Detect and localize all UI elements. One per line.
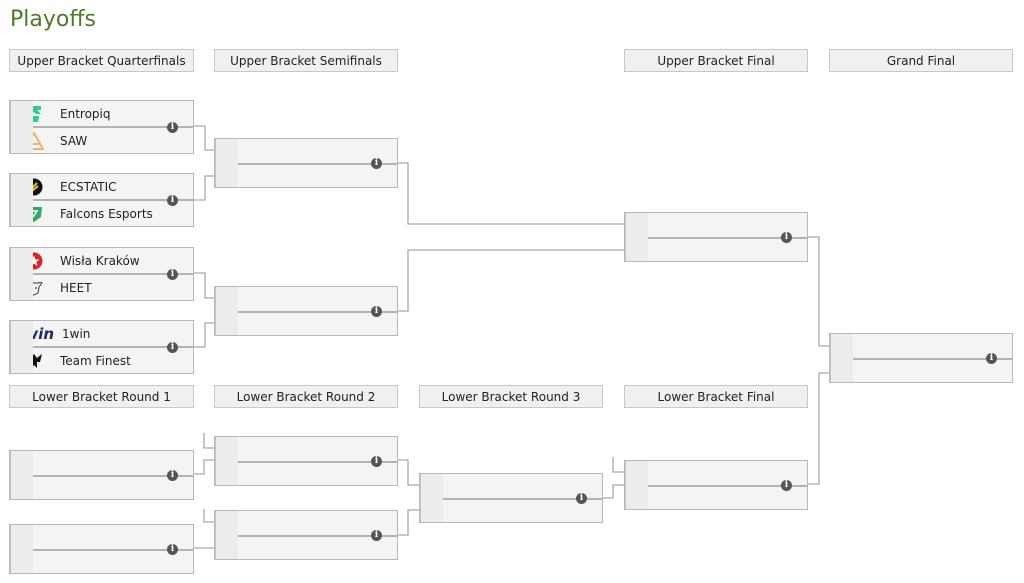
team-name: HEET <box>60 281 92 295</box>
team-name: 1win <box>62 327 91 341</box>
team-name: Wisła Kraków <box>60 254 140 268</box>
info-icon[interactable]: i <box>576 493 587 504</box>
match-ub-final[interactable]: i <box>624 212 808 262</box>
info-icon[interactable]: i <box>167 470 178 481</box>
info-icon[interactable]: i <box>371 158 382 169</box>
team-name: Entropiq <box>60 107 111 121</box>
header-lb-round-3: Lower Bracket Round 3 <box>419 385 603 408</box>
team-name: ECSTATIC <box>60 180 117 194</box>
info-icon[interactable]: i <box>781 232 792 243</box>
match-lb-r3[interactable]: i <box>419 473 603 523</box>
team-name: SAW <box>60 134 88 148</box>
match-lb-r2-2[interactable]: i <box>214 510 398 560</box>
info-icon[interactable]: i <box>167 342 178 353</box>
header-lb-round-1: Lower Bracket Round 1 <box>9 385 194 408</box>
team-name: Falcons Esports <box>60 207 153 221</box>
info-icon[interactable]: i <box>371 530 382 541</box>
info-icon[interactable]: i <box>781 480 792 491</box>
match-ub-sf-2[interactable]: i <box>214 286 398 336</box>
match-ub-qf-1[interactable]: Entropiq SAW i <box>9 100 194 154</box>
info-icon[interactable]: i <box>167 195 178 206</box>
match-lb-final[interactable]: i <box>624 460 808 510</box>
info-icon[interactable]: i <box>167 544 178 555</box>
info-icon[interactable]: i <box>986 353 997 364</box>
match-lb-r2-1[interactable]: i <box>214 436 398 486</box>
header-grand-final: Grand Final <box>829 49 1013 72</box>
match-ub-qf-3[interactable]: Wisła Kraków HEET i <box>9 247 194 301</box>
match-ub-qf-2[interactable]: ECSTATIC Falcons Esports i <box>9 173 194 227</box>
match-lb-r1-1[interactable]: i <box>9 450 194 500</box>
info-icon[interactable]: i <box>371 306 382 317</box>
page-title: Playoffs <box>10 7 96 32</box>
team-name: Team Finest <box>60 354 131 368</box>
header-lb-final: Lower Bracket Final <box>624 385 808 408</box>
info-icon[interactable]: i <box>371 456 382 467</box>
match-ub-qf-4[interactable]: 1win 1win Team Finest i <box>9 320 194 374</box>
header-lb-round-2: Lower Bracket Round 2 <box>214 385 398 408</box>
match-grand-final[interactable]: i <box>829 333 1013 383</box>
match-ub-sf-1[interactable]: i <box>214 138 398 188</box>
header-ub-semifinals: Upper Bracket Semifinals <box>214 49 398 72</box>
info-icon[interactable]: i <box>167 269 178 280</box>
info-icon[interactable]: i <box>167 122 178 133</box>
header-ub-quarterfinals: Upper Bracket Quarterfinals <box>9 49 194 72</box>
match-lb-r1-2[interactable]: i <box>9 524 194 574</box>
header-ub-final: Upper Bracket Final <box>624 49 808 72</box>
